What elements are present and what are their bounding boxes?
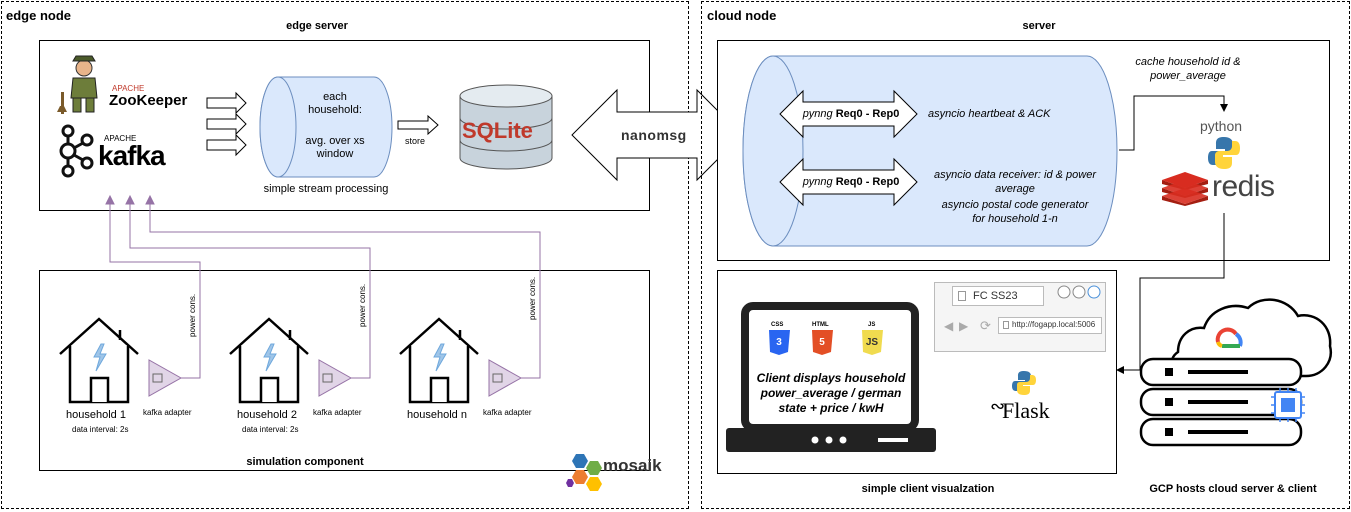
- household-label-n: household n: [407, 409, 467, 421]
- sqlite-database-icon: [459, 84, 553, 170]
- browser-forward-icon[interactable]: ▶: [959, 319, 969, 333]
- receiver-text-2: average: [995, 183, 1035, 195]
- req-rep-text-2: Req0 - Rep0: [835, 176, 900, 188]
- browser-window-controls: [1057, 285, 1101, 299]
- browser-tab-icon: [958, 291, 966, 301]
- kafka-icon: [59, 124, 94, 178]
- data-interval-label-2: data interval: 2s: [242, 425, 299, 434]
- adapter-label-2: kafka adapter: [313, 408, 362, 417]
- cache-text-1: cache household id &: [1135, 56, 1241, 68]
- edge-node-region: [1, 1, 689, 509]
- power-cons-label-2: power cons.: [358, 283, 367, 327]
- kafka-logo: [56, 122, 96, 180]
- client-text-3: state + price / kwH: [778, 401, 884, 415]
- adapter-label-1: kafka adapter: [143, 408, 192, 417]
- browser-back-icon[interactable]: ◀: [944, 319, 954, 333]
- kafka-apache-label: APACHE: [104, 134, 137, 143]
- mosaik-label: mosaik: [603, 456, 662, 475]
- store-label: store: [405, 136, 426, 146]
- processing-text-4: window: [316, 148, 354, 160]
- adapter-label-n: kafka adapter: [483, 408, 532, 417]
- edge-node-title: edge node: [6, 8, 72, 23]
- css-label: CSS: [771, 322, 784, 328]
- simulation-component-box: [39, 270, 650, 471]
- cloud-node-region: [701, 1, 1350, 509]
- js-label: JS: [868, 322, 876, 328]
- processing-caption: simple stream processing: [263, 183, 389, 195]
- browser-tab-label: FC SS23: [973, 290, 1018, 302]
- redis-icon: [1162, 172, 1208, 206]
- html-label: HTML: [812, 322, 829, 328]
- simulation-component-title: simulation component: [246, 456, 364, 468]
- flask-python-icon: [1012, 371, 1036, 395]
- kafka-name: kafka: [98, 140, 166, 171]
- heartbeat-text: asyncio heartbeat & ACK: [928, 108, 1051, 120]
- mosaik-icon: [566, 454, 602, 491]
- server-title: server: [1022, 20, 1056, 32]
- browser-tab: [952, 286, 1044, 306]
- receiver-text-1: asyncio data receiver: id & power: [933, 169, 1097, 181]
- power-cons-label-1: power cons.: [188, 293, 197, 337]
- zookeeper-name: ZooKeeper: [109, 92, 188, 109]
- sqlite-label: SQLite: [462, 118, 533, 143]
- req-rep-label-1: pynng Req0 - Rep0: [801, 108, 901, 120]
- nanomsg-label: nanomsg: [621, 127, 687, 143]
- flask-horn-icon: ∾: [990, 396, 1006, 416]
- python-icon: [1208, 137, 1240, 169]
- cloud-node-title: cloud node: [707, 8, 777, 23]
- processing-text-1: each: [323, 91, 347, 103]
- power-cons-label-n: power cons.: [528, 276, 537, 320]
- zookeeper-apache-label: APACHE: [112, 84, 145, 93]
- stream-processing-cylinder: [259, 76, 393, 178]
- edge-server-title: edge server: [286, 20, 348, 32]
- cache-text-2: power_average: [1150, 70, 1226, 82]
- receiver-text-3: asyncio postal code generator: [941, 199, 1089, 211]
- browser-page-icon: [1003, 321, 1009, 329]
- client-visualization-title: simple client visualzation: [861, 483, 995, 495]
- browser-url: http://fogapp.local:5006: [1012, 320, 1096, 329]
- gcp-caption: GCP hosts cloud server & client: [1149, 483, 1317, 495]
- req-rep-label-2: pynng Req0 - Rep0: [801, 176, 901, 188]
- data-interval-label-1: data interval: 2s: [72, 425, 129, 434]
- browser-address-bar[interactable]: [998, 317, 1102, 334]
- processing-text-2: household:: [308, 104, 362, 116]
- req-rep-prefix-1: pynng: [802, 108, 833, 120]
- household-label-1: household 1: [66, 409, 126, 421]
- client-text-2: power_average / german: [760, 386, 902, 400]
- zookeeper-logo: [55, 52, 195, 116]
- flask-label: Flask: [1002, 398, 1050, 423]
- req-rep-prefix-2: pynng: [802, 176, 833, 188]
- python-label: python: [1200, 118, 1243, 134]
- browser-reload-icon[interactable]: ⟳: [980, 318, 991, 333]
- req-rep-text-1: Req0 - Rep0: [835, 108, 900, 120]
- household-label-2: household 2: [237, 409, 297, 421]
- client-text-1: Client displays household: [756, 371, 906, 385]
- redis-label: redis: [1212, 170, 1275, 203]
- receiver-text-4: for household 1-n: [972, 213, 1058, 225]
- processing-text-3: avg. over xs: [305, 135, 365, 147]
- zookeeper-keeper-icon: [57, 55, 98, 114]
